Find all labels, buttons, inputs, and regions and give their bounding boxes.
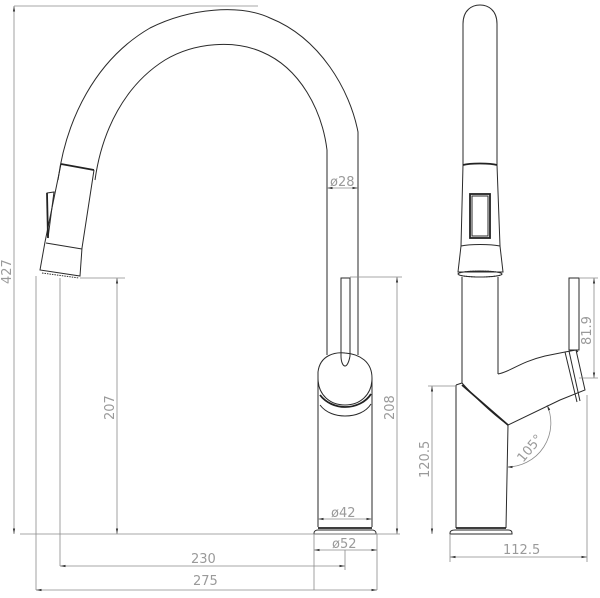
dim-label-427: 427 bbox=[0, 259, 15, 284]
side-handle bbox=[497, 277, 586, 426]
dim-label-d42: ø42 bbox=[331, 506, 356, 521]
dim-handle-height: 81.9 bbox=[579, 277, 598, 379]
dim-label-d52: ø52 bbox=[332, 537, 357, 552]
side-spray-head bbox=[457, 164, 504, 278]
dim-side-body-height: 120.5 bbox=[418, 385, 456, 534]
side-body bbox=[449, 382, 513, 535]
dim-outlet-reach: 230 bbox=[59, 550, 346, 570]
dim-label-208: 208 bbox=[383, 395, 398, 420]
handle-lever bbox=[340, 277, 351, 367]
spout-outer-arc bbox=[57, 9, 359, 355]
dim-total-reach: 275 bbox=[36, 574, 377, 592]
dim-label-207: 207 bbox=[103, 395, 118, 420]
front-view: 427 207 208 ø28 ø42 bbox=[0, 5, 402, 592]
faucet-body bbox=[313, 378, 377, 535]
dim-total-height: 427 bbox=[0, 5, 258, 534]
spray-head bbox=[39, 163, 95, 279]
dim-label-230: 230 bbox=[191, 552, 216, 567]
spout-inner-arc bbox=[94, 44, 328, 355]
dim-label-d28: ø28 bbox=[330, 175, 355, 190]
side-spout-tube bbox=[462, 4, 498, 165]
dim-label-81-9: 81.9 bbox=[580, 316, 595, 345]
side-view: 81.9 120.5 105° 112.5 bbox=[418, 4, 598, 562]
cartridge-housing bbox=[317, 352, 373, 417]
dim-label-275: 275 bbox=[193, 574, 218, 589]
dim-body-diameter: ø42 bbox=[318, 506, 372, 521]
dim-body-height: 208 bbox=[350, 276, 402, 534]
dim-base-diameter: ø52 bbox=[313, 534, 378, 590]
dim-label-112-5: 112.5 bbox=[503, 543, 540, 558]
dim-spout-diameter: ø28 bbox=[327, 175, 358, 190]
dim-side-depth: 112.5 bbox=[449, 395, 588, 562]
dim-label-120-5: 120.5 bbox=[418, 441, 433, 478]
dim-handle-angle: 105° bbox=[506, 404, 552, 469]
dim-spout-outlet-height: 207 bbox=[80, 277, 125, 534]
